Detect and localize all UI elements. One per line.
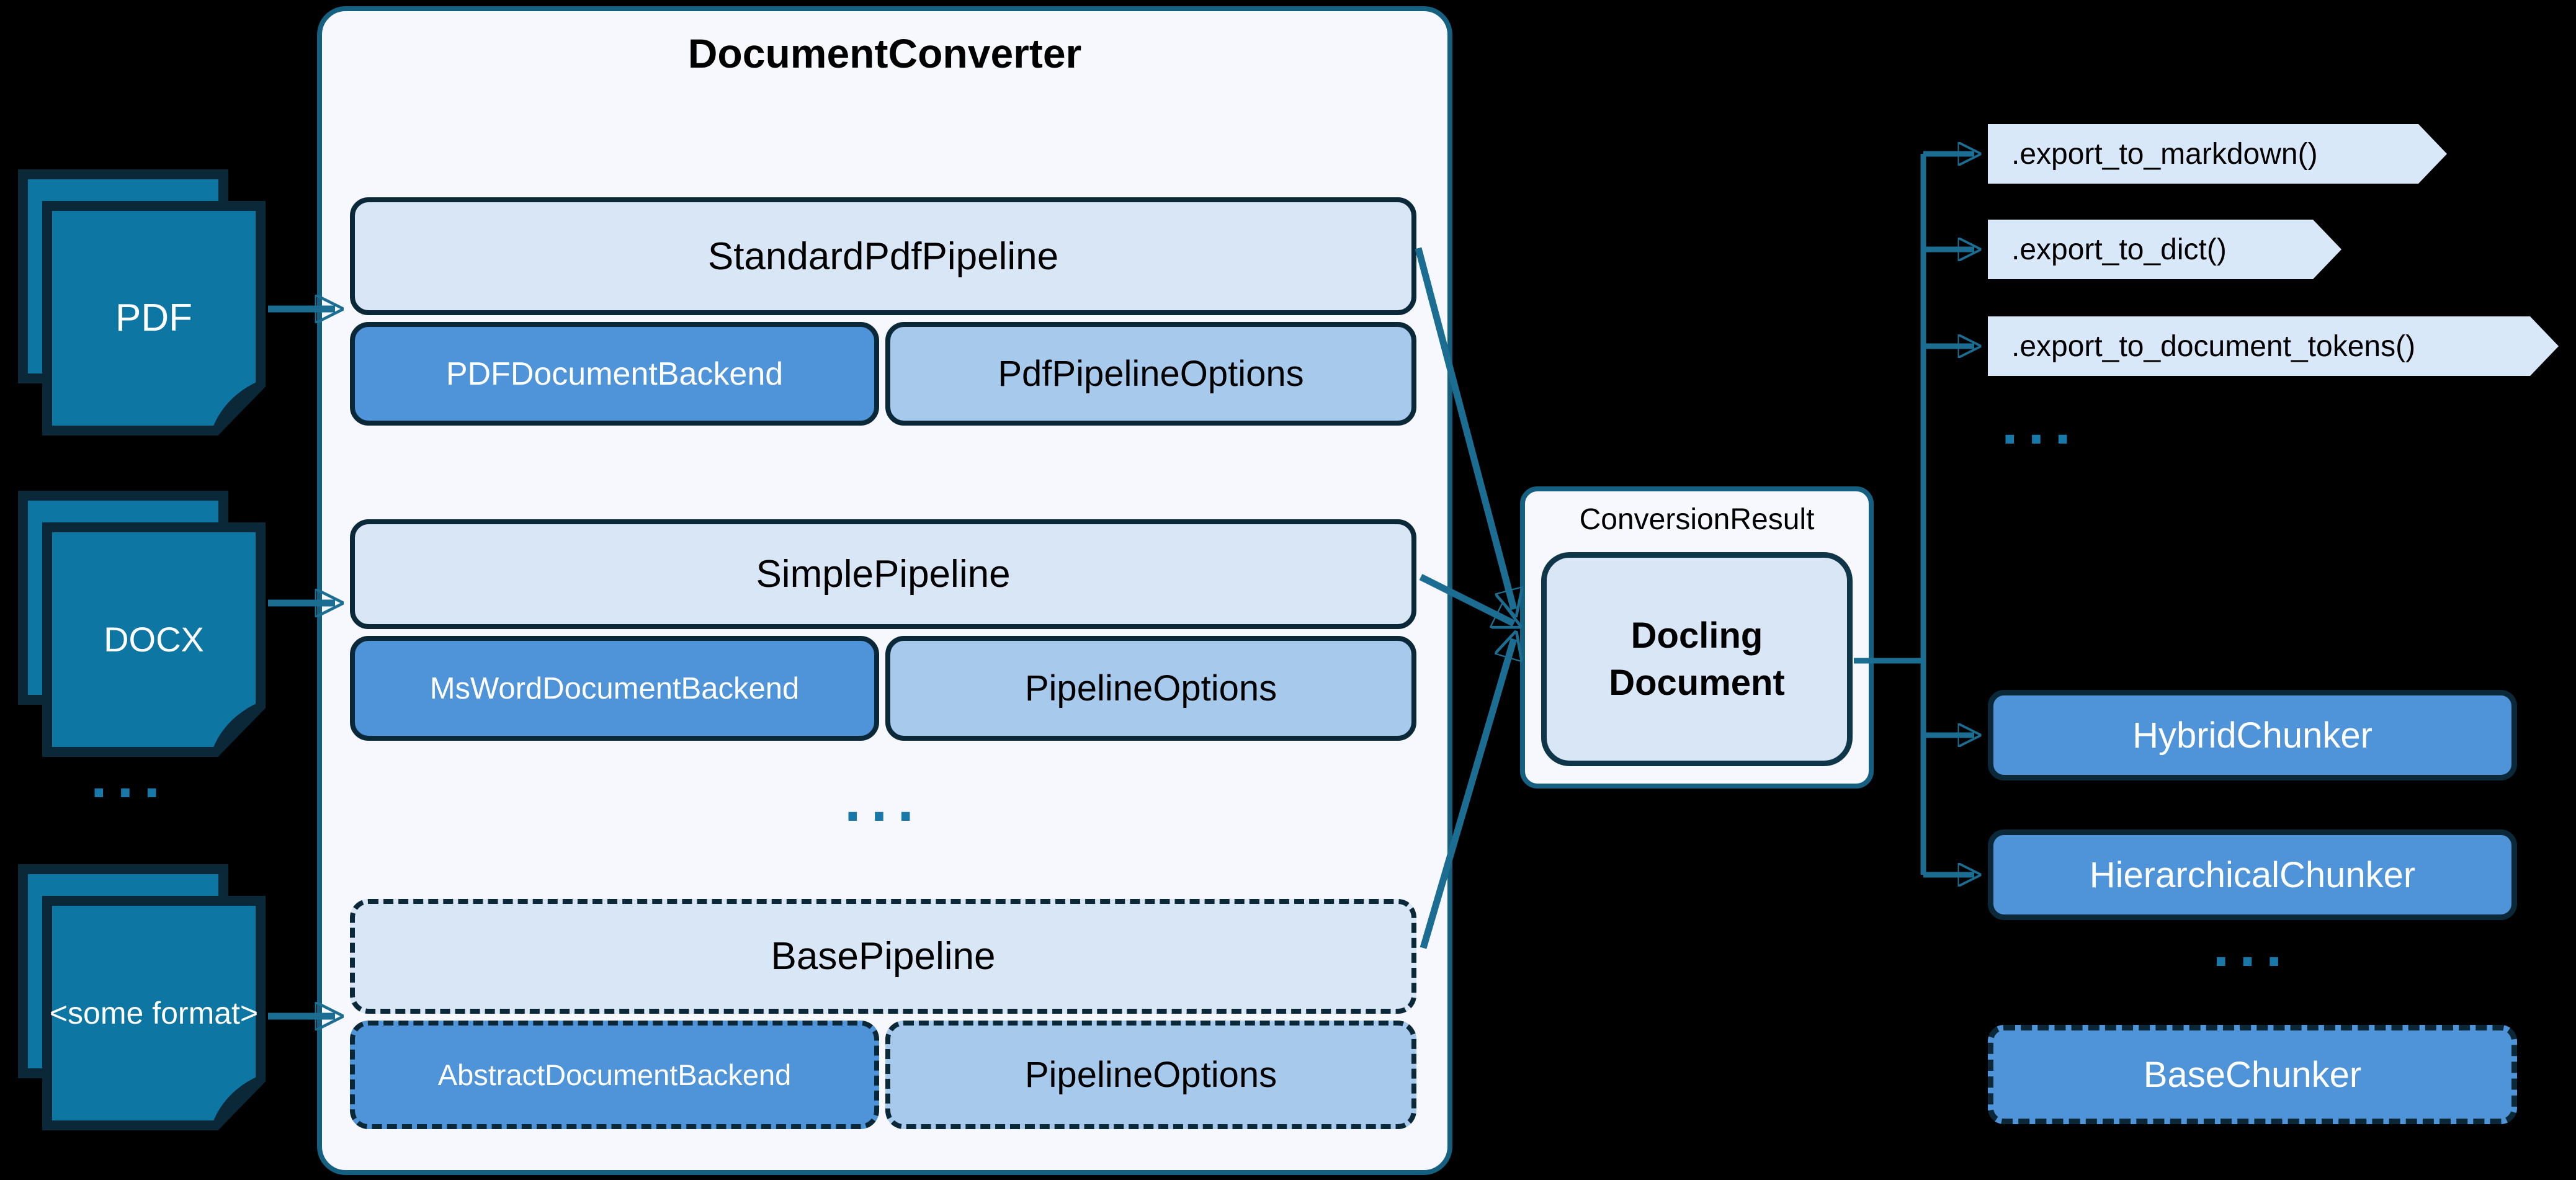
- some-format-input-icon: <some format>: [17, 864, 272, 1130]
- hierarchical-chunker-box: HierarchicalChunker: [1988, 829, 2517, 920]
- export-to-dict-chevron: .export_to_dict(): [1988, 220, 2341, 279]
- converter-ellipsis: ...: [844, 767, 924, 834]
- document-stack-icon: [18, 169, 266, 436]
- docling-document-box: Docling Document: [1541, 552, 1853, 766]
- hybrid-chunker-box: HybridChunker: [1988, 690, 2517, 780]
- base-chunker-box: BaseChunker: [1988, 1025, 2517, 1124]
- some-format-input-label: <some format>: [49, 995, 259, 1030]
- pdf-document-backend-box: PDFDocumentBackend: [350, 322, 879, 426]
- conversion-result-box: ConversionResult Docling Document: [1520, 486, 1874, 789]
- document-stack-icon: [18, 864, 266, 1130]
- msword-document-backend-box: MsWordDocumentBackend: [350, 636, 879, 741]
- document-stack-icon: [18, 491, 266, 757]
- conversion-result-label: ConversionResult: [1579, 503, 1815, 536]
- docx-input-icon: DOCX: [17, 490, 272, 757]
- export-to-markdown-chevron: .export_to_markdown(): [1988, 124, 2447, 184]
- simple-pipeline-box: SimplePipeline: [350, 519, 1416, 629]
- pdf-pipeline-options-box: PdfPipelineOptions: [885, 322, 1416, 426]
- export-to-document-tokens-chevron: .export_to_document_tokens(): [1988, 316, 2559, 376]
- exports-ellipsis: ...: [2001, 390, 2081, 457]
- base-pipeline-options-box: PipelineOptions: [885, 1021, 1416, 1129]
- abstract-document-backend-box: AbstractDocumentBackend: [350, 1021, 879, 1129]
- pdf-input-label: PDF: [115, 297, 192, 340]
- inputs-ellipsis: ...: [90, 744, 170, 810]
- pipeline-options-box: PipelineOptions: [885, 636, 1416, 741]
- pdf-input-icon: PDF: [17, 169, 272, 436]
- document-converter-title: DocumentConverter: [687, 30, 1082, 76]
- standard-pdf-pipeline-box: StandardPdfPipeline: [350, 197, 1416, 315]
- base-pipeline-box: BasePipeline: [350, 899, 1416, 1014]
- chunkers-ellipsis: ...: [2212, 913, 2292, 979]
- docx-input-label: DOCX: [104, 620, 204, 659]
